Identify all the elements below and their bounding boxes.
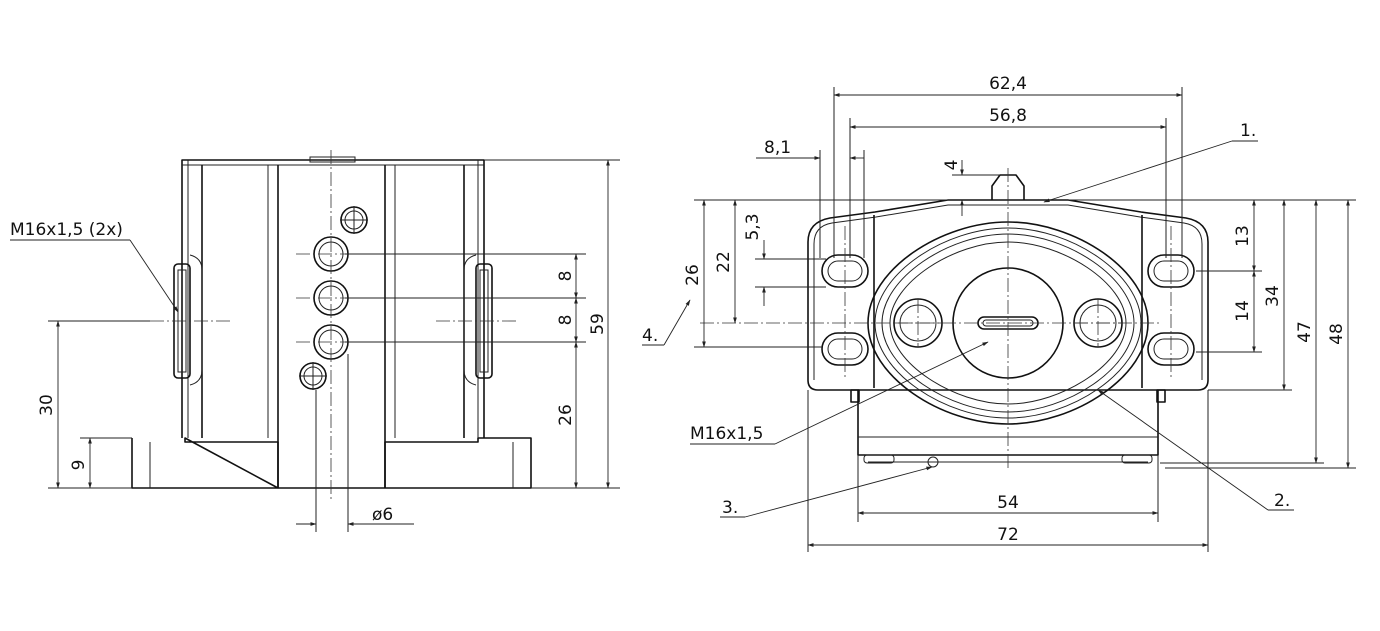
dim-side-8-upper: 8 — [556, 271, 576, 282]
callout-1: 1. — [1240, 121, 1256, 141]
dim-diameter-6: ø6 — [372, 505, 393, 525]
dim-front-56-8: 56,8 — [989, 106, 1027, 126]
dim-front-26: 26 — [683, 264, 703, 286]
side-base-flange — [131, 437, 532, 489]
dim-front-8-1: 8,1 — [764, 138, 791, 158]
dim-front-48: 48 — [1327, 323, 1347, 345]
dim-front-5-3: 5,3 — [743, 213, 763, 240]
dim-front-22: 22 — [714, 251, 734, 273]
callout-4: 4. — [642, 326, 658, 346]
front-dimensions: 62,4 56,8 8,1 4 26 22 5,3 — [683, 74, 1356, 552]
callout-3: 3. — [722, 498, 738, 518]
dim-side-8-lower: 8 — [556, 315, 576, 326]
dim-front-34: 34 — [1263, 285, 1283, 307]
dim-front-13: 13 — [1233, 225, 1253, 247]
dim-side-59: 59 — [588, 313, 608, 335]
dim-side-30: 30 — [37, 394, 57, 416]
dim-front-62-4: 62,4 — [989, 74, 1027, 94]
side-view — [131, 150, 532, 500]
dim-front-4: 4 — [942, 160, 962, 171]
front-view — [700, 168, 1209, 470]
callouts: 1. 2. 3. 4. — [642, 121, 1294, 518]
dim-front-54: 54 — [997, 493, 1019, 513]
label-thread-side: M16x1,5 (2x) — [10, 220, 123, 240]
side-housing-body — [181, 159, 485, 438]
dim-front-72: 72 — [997, 525, 1019, 545]
side-dimensions: 8 8 26 59 30 9 ø6 M16x1,5 (2x) — [10, 159, 620, 532]
dim-front-47: 47 — [1295, 321, 1315, 343]
label-thread-front: M16x1,5 — [690, 424, 763, 444]
dim-side-9: 9 — [69, 460, 89, 471]
dim-front-14: 14 — [1233, 300, 1253, 322]
callout-2: 2. — [1274, 491, 1290, 511]
dim-side-26: 26 — [556, 404, 576, 426]
